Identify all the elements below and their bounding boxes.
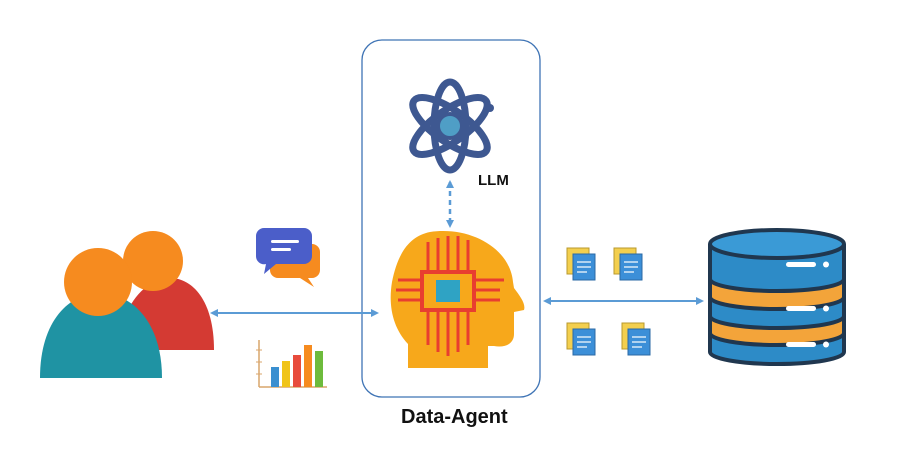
documents-icon [566,247,651,356]
ai-brain-chip-icon [390,231,525,368]
data-agent-label: Data-Agent [401,406,508,428]
bar-chart-icon [256,340,327,388]
llm-label: LLM [478,172,509,189]
users-icon [40,231,214,378]
llm-atom-icon [409,78,494,174]
chat-bubbles-icon [255,228,320,287]
agent-box [361,39,541,398]
database-icon [708,228,846,366]
